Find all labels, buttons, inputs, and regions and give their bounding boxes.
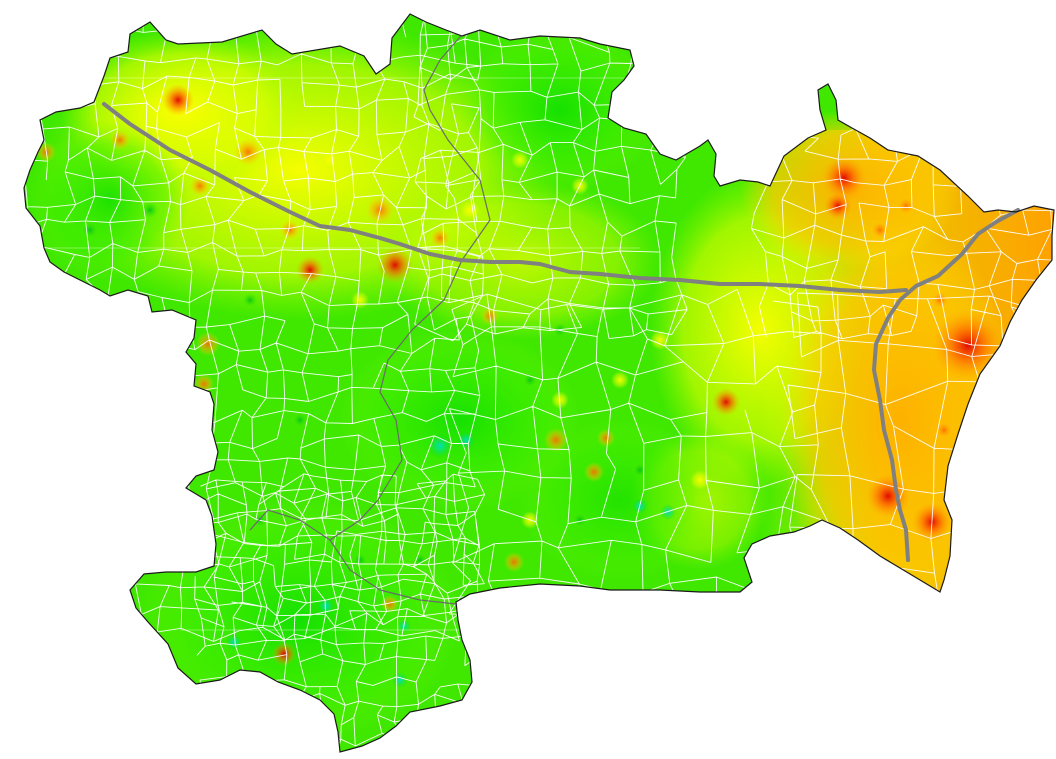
hotspot xyxy=(930,290,950,310)
hotspot xyxy=(81,221,99,239)
hotspot xyxy=(572,512,588,528)
hotspot xyxy=(110,130,130,150)
hotspot xyxy=(194,374,214,394)
hotspot xyxy=(896,196,916,216)
hotspot xyxy=(321,151,339,169)
hotspot xyxy=(272,642,296,666)
hotspot xyxy=(544,428,568,452)
hotspot xyxy=(428,434,452,458)
hotspot xyxy=(690,470,710,490)
hotspot xyxy=(162,84,194,116)
commune-boundary-network xyxy=(24,14,484,642)
hotspot xyxy=(932,309,1004,381)
hotspot xyxy=(632,462,648,478)
hotspot xyxy=(280,220,300,240)
highway-a61 xyxy=(102,102,908,294)
region-border-line xyxy=(329,539,457,605)
hotspot xyxy=(551,391,569,409)
highway-routes xyxy=(102,102,1020,562)
hotspot xyxy=(511,151,529,169)
hotspot xyxy=(934,420,954,440)
hotspot xyxy=(611,371,629,389)
hotspot xyxy=(242,292,258,308)
hotspot xyxy=(226,634,242,650)
commune-boundary-network xyxy=(448,288,832,636)
hotspot xyxy=(660,504,676,520)
hotspot xyxy=(822,156,866,200)
hotspot xyxy=(292,412,308,428)
hotspot xyxy=(457,431,475,449)
hotspot xyxy=(597,429,615,447)
hotspot xyxy=(460,200,480,220)
hotspot xyxy=(377,247,413,283)
hotspot xyxy=(351,291,369,309)
hotspot xyxy=(712,388,740,416)
hotspot xyxy=(196,332,220,356)
hotspot xyxy=(296,256,324,284)
hotspot xyxy=(824,192,852,220)
hotspot xyxy=(866,474,910,518)
region-border-line xyxy=(249,29,491,541)
hotspot xyxy=(584,462,604,482)
hotspot xyxy=(141,201,159,219)
region-borders xyxy=(249,29,491,605)
hotspot xyxy=(522,372,538,388)
highway-a9 xyxy=(872,208,1020,562)
hotspot xyxy=(504,552,524,572)
hotspot xyxy=(392,672,408,688)
hotspot xyxy=(352,552,368,568)
hotspot xyxy=(430,228,450,248)
hotspot xyxy=(412,552,428,568)
